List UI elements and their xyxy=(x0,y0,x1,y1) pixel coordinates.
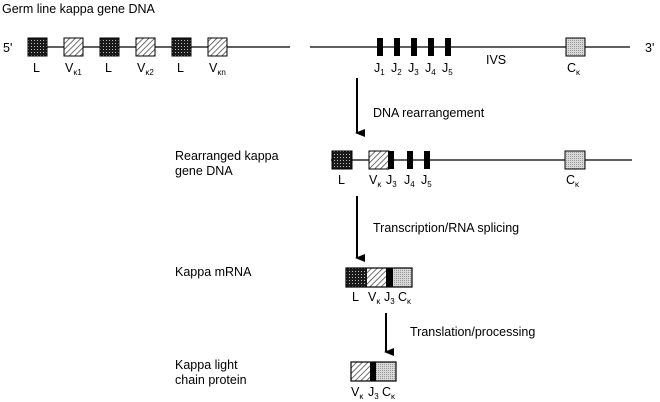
mrna-l-label: L xyxy=(352,290,359,304)
leader-exon-3 xyxy=(171,37,192,57)
j-segment-1 xyxy=(377,38,383,56)
mrna-c-block xyxy=(393,268,412,287)
rearranged-v-segment xyxy=(368,150,390,170)
mrna-c-label: Cκ xyxy=(398,290,412,306)
rearranged-label-line2: gene DNA xyxy=(175,164,233,178)
j-label-5: J5 xyxy=(442,61,453,77)
rearranged-leader-label: L xyxy=(338,173,345,187)
rearranged-c-segment xyxy=(564,150,586,170)
j-segment-5 xyxy=(445,38,451,56)
rearranged-c-label: Cκ xyxy=(566,173,580,189)
j-label-1: J1 xyxy=(374,61,385,77)
protein-j3-block xyxy=(370,362,376,381)
step-label-rearrangement: DNA rearrangement xyxy=(373,106,485,120)
v-label-n: Vκn xyxy=(209,61,226,77)
mrna-v-block xyxy=(367,268,386,287)
c-segment xyxy=(565,37,586,57)
protein-j3-label: J3 xyxy=(368,385,379,401)
v-segment-2 xyxy=(135,37,156,57)
j-segment-3 xyxy=(411,38,417,56)
rearranged-j3 xyxy=(388,151,394,169)
mrna-j3-label: J3 xyxy=(384,290,395,306)
v-segment-1 xyxy=(63,37,84,57)
protein-outline xyxy=(350,361,397,382)
leader-exon-2 xyxy=(99,37,120,57)
leader-exon-1 xyxy=(27,37,48,57)
rearranged-j4 xyxy=(407,151,413,169)
step-label-translation: Translation/processing xyxy=(410,325,535,339)
j-segment-2 xyxy=(394,38,400,56)
mrna-j3-block xyxy=(386,268,393,287)
mrna-v-label: Vκ xyxy=(368,290,381,306)
rearranged-row: Rearranged kappa gene DNA L Vκ J3 J4 J5 … xyxy=(175,149,632,189)
protein-v-label: Vκ xyxy=(351,385,364,401)
rearranged-j3-label: J3 xyxy=(386,173,397,189)
mrna-leader-block xyxy=(346,268,367,287)
rearranged-leader xyxy=(331,150,353,170)
leader-label-1: L xyxy=(33,61,40,75)
j-label-2: J2 xyxy=(391,61,402,77)
protein-c-label: Cκ xyxy=(382,385,396,401)
three-prime-label: 3' xyxy=(645,41,654,55)
j-label-3: J3 xyxy=(408,61,419,77)
protein-label-line2: chain protein xyxy=(175,373,247,387)
v-segment-n xyxy=(207,37,228,57)
leader-label-3: L xyxy=(177,61,184,75)
protein-row: Kappa light chain protein Vκ J3 Cκ xyxy=(175,358,397,401)
mrna-label: Kappa mRNA xyxy=(175,265,252,279)
five-prime-label: 5' xyxy=(3,41,12,55)
protein-v-block xyxy=(351,362,370,381)
rearranged-v-label: Vκ xyxy=(369,173,382,189)
rearranged-j5-label: J5 xyxy=(421,173,432,189)
germline-row: 5' L Vκ1 L Vκ2 L Vκn J1 J2 J3 J4 J5 IVS … xyxy=(3,37,654,77)
rearranged-j4-label: J4 xyxy=(404,173,415,189)
j-label-4: J4 xyxy=(425,61,436,77)
v-label-1: Vκ1 xyxy=(65,61,82,77)
diagram-title: Germ line kappa gene DNA xyxy=(2,2,156,16)
leader-label-2: L xyxy=(105,61,112,75)
protein-label-line1: Kappa light xyxy=(175,358,238,372)
protein-c-block xyxy=(376,362,396,381)
ivs-label: IVS xyxy=(486,53,506,67)
rearranged-label-line1: Rearranged kappa xyxy=(175,149,279,163)
v-label-2: Vκ2 xyxy=(137,61,154,77)
mrna-row: Kappa mRNA L Vκ J3 Cκ xyxy=(175,265,413,306)
step-label-transcription: Transcription/RNA splicing xyxy=(373,221,519,235)
c-label: Cκ xyxy=(567,61,581,77)
j-segment-4 xyxy=(428,38,434,56)
mrna-outline xyxy=(345,267,413,288)
rearranged-j5 xyxy=(424,151,430,169)
